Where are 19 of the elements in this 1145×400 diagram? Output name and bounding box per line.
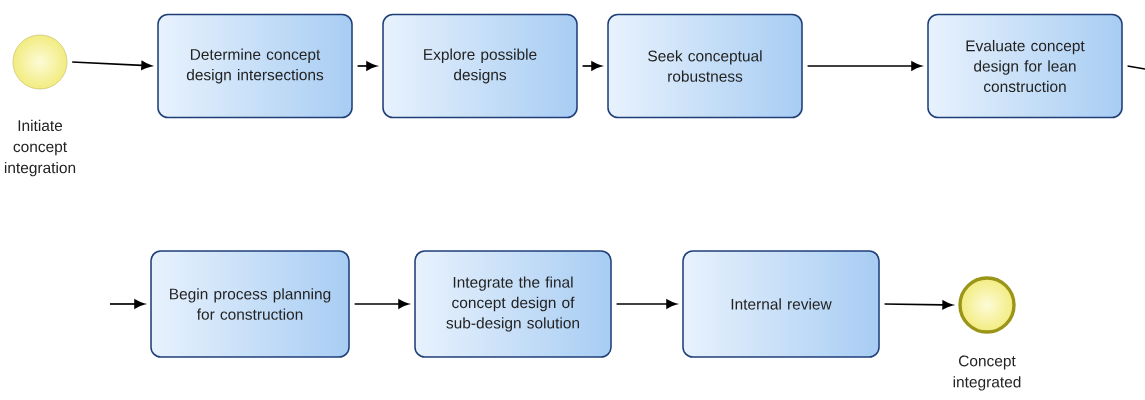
event-caption: Initiate concept integration bbox=[4, 119, 76, 177]
arrow bbox=[883, 300, 953, 310]
arrow bbox=[615, 299, 677, 309]
process-box: Begin process planning for construction bbox=[150, 250, 350, 358]
process-box: Integrate the final concept design of sub-design solution bbox=[414, 250, 612, 358]
process-box: Internal review bbox=[682, 250, 880, 358]
event-caption: Concept integrated bbox=[953, 355, 1021, 391]
event-circle bbox=[12, 34, 68, 90]
arrow bbox=[353, 299, 409, 309]
arrow bbox=[356, 61, 377, 71]
event-circle bbox=[958, 276, 1016, 334]
process-box: Evaluate concept design for lean construction bbox=[927, 13, 1123, 119]
arrow bbox=[806, 61, 922, 71]
arrow bbox=[109, 299, 145, 309]
process-box: Seek conceptual robustness bbox=[607, 13, 803, 119]
process-box: Explore possible designs bbox=[382, 13, 578, 119]
process-box: Determine concept design intersections bbox=[157, 13, 353, 119]
arrow bbox=[71, 60, 152, 70]
arrow bbox=[581, 61, 602, 71]
